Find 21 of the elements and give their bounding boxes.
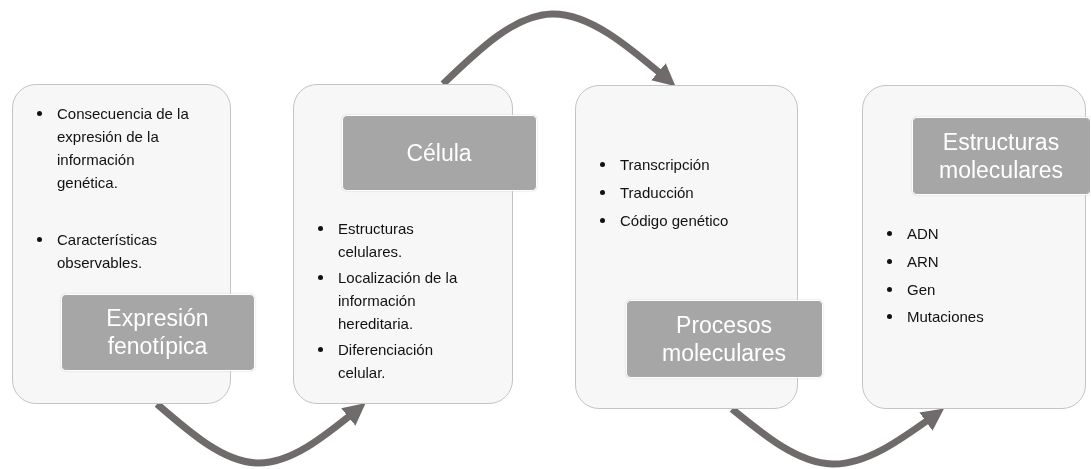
bullet-text: Traducción: [620, 183, 695, 203]
bullet-text: Localización de la información hereditaria.: [338, 268, 459, 334]
bullet-text: Características observables.: [57, 230, 159, 273]
bullet-text: ADN: [907, 224, 940, 244]
topic-title: Estructuras moleculares: [938, 127, 1064, 184]
bullet-text: Consecuencia de la expresión de la información genética.: [57, 104, 190, 193]
bullet-text: ARN: [907, 252, 940, 272]
bullet-text: Código genético: [620, 211, 730, 231]
bullet-text: Transcripción: [620, 155, 711, 175]
topic-title-box: [60, 293, 255, 371]
curved-arrow: [440, 10, 676, 87]
topic-title: Célula: [406, 138, 472, 167]
topic-title: Expresión fenotípica: [105, 304, 210, 360]
topic-title-box: [911, 116, 1091, 195]
bullet-text: Mutaciones: [907, 307, 985, 327]
topic-title: Procesos moleculares: [661, 310, 787, 367]
bullet-text: Gen: [907, 280, 937, 300]
topic-title-box: [625, 299, 823, 378]
bullet-text: Diferenciación celular.: [338, 340, 435, 383]
bullet-text: Estructuras celulares.: [338, 219, 415, 262]
topic-title-box: [341, 114, 537, 191]
